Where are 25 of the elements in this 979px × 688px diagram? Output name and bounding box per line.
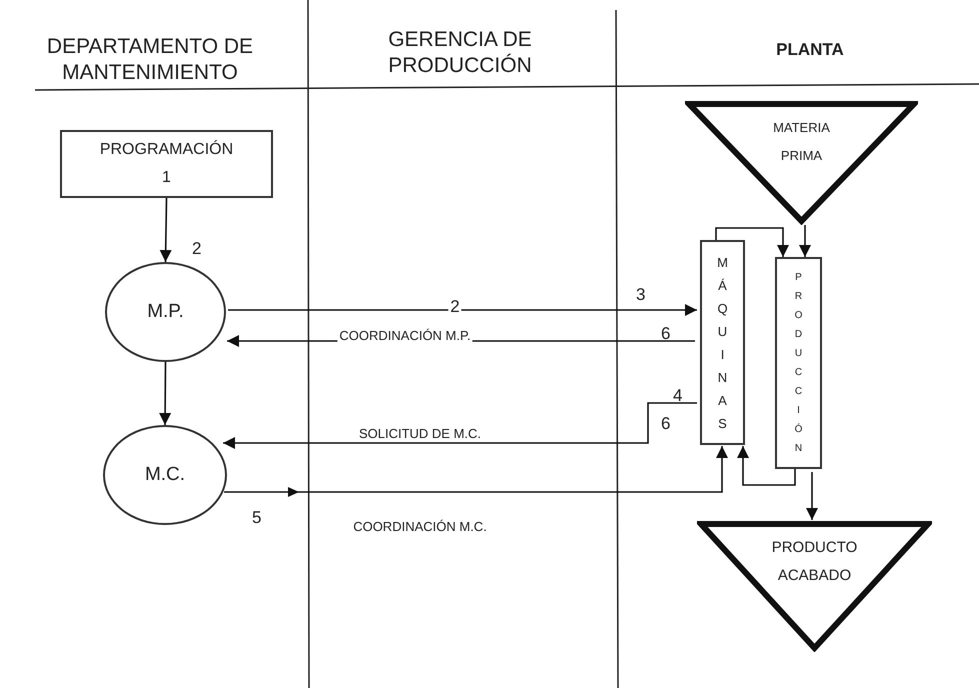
box-text: 1 (162, 168, 171, 188)
step-number: 5 (252, 507, 262, 529)
vertical-text: PRODUCCIÓN (794, 271, 802, 456)
edge-label: COORDINACIÓN M.P. (337, 329, 473, 342)
triangle-text: PRODUCTO ACABADO (770, 538, 858, 586)
vertical-box (775, 257, 822, 469)
circle-text: M.P. (147, 300, 184, 324)
inverted-triangle (697, 520, 932, 652)
edge-label: COORDINACIÓN M.C. (351, 520, 489, 533)
vertical-box (700, 240, 745, 445)
box-text: PROGRAMACIÓN (100, 139, 234, 160)
edge-label: 2 (190, 240, 204, 257)
edge-label: 2 (448, 298, 462, 315)
inverted-triangle (685, 100, 918, 225)
lane-header: GERENCIA DE PRODUCCIÓN (387, 27, 533, 79)
step-number: 4 (673, 385, 684, 407)
circle-text: M.C. (144, 462, 186, 487)
process-box (60, 130, 273, 198)
step-number: 3 (636, 284, 646, 306)
triangle-text: MATERIA PRIMA (772, 119, 831, 165)
lane-header: DEPARTAMENTO DE MANTENIMIENTO (46, 34, 254, 86)
step-number: 6 (661, 413, 672, 435)
step-number: 6 (661, 323, 672, 345)
vertical-text: MÁQUINAS (717, 254, 728, 432)
lane-header: PLANTA (775, 39, 845, 61)
